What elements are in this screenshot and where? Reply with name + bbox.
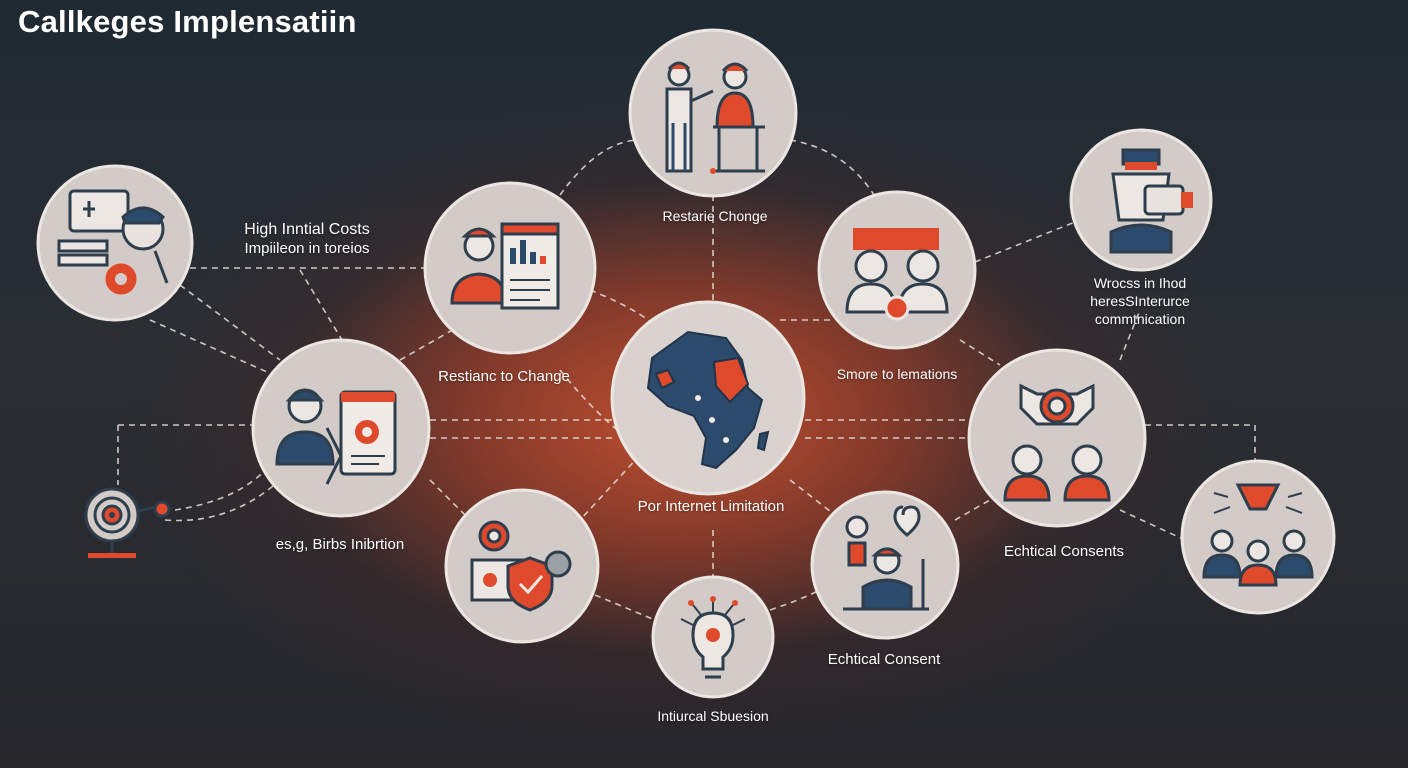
target-stand-icon: [84, 487, 171, 559]
target-shield-check-icon: [470, 520, 572, 612]
africa-map-icon: [646, 330, 770, 470]
connector: [959, 339, 1001, 366]
connector: [179, 284, 281, 361]
connector: [579, 454, 641, 521]
person-monitor-gear-icon: [57, 189, 169, 295]
label-resistance-top: Restarie Chonge: [662, 208, 768, 224]
target-node[interactable]: [84, 487, 171, 559]
connector: [1119, 509, 1186, 541]
lightbulb-network-icon: [680, 596, 746, 679]
resistance-top-node[interactable]: [628, 28, 798, 198]
label-communication-line3: commtnication: [1094, 311, 1186, 327]
label-bulb: Intiurcal Sbuesion: [657, 708, 769, 724]
label-skills: es,g, Birbs Inibrtion: [275, 536, 405, 553]
connector: [164, 479, 281, 522]
connector: [974, 221, 1076, 263]
label-communication-line1: Wrocss in Ihod: [1093, 275, 1187, 291]
connector: [1119, 309, 1141, 361]
people-meeting-icon: [665, 61, 765, 174]
team-node[interactable]: [1180, 459, 1336, 615]
connector: [954, 499, 991, 521]
label-internet: Por Internet Limitation: [637, 498, 785, 515]
connector: [789, 139, 881, 206]
connector: [1145, 424, 1256, 470]
high-costs-node[interactable]: [423, 181, 597, 355]
person-chart-board-icon: [450, 222, 560, 310]
label-ethical-consent: Echtical Consent: [827, 651, 941, 668]
funnel-team-icon: [1202, 483, 1314, 587]
person-camera-icon: [1109, 148, 1193, 254]
label-ethical-consents: Echtical Consents: [1003, 543, 1125, 560]
ethical-consent-node[interactable]: [810, 490, 960, 640]
security-node[interactable]: [444, 488, 600, 644]
connector: [589, 289, 661, 331]
label-communication-line2: heresSInterurce: [1090, 293, 1190, 309]
label-high-costs-line2: Impiileon in toreios: [244, 240, 370, 257]
label-ignorance: Smore to lemations: [836, 366, 958, 382]
label-high-costs-line1: High Inntial Costs: [244, 221, 370, 238]
target-shield-people-icon: [1003, 383, 1111, 502]
connector: [789, 479, 836, 516]
person-bulb-heart-icon: [843, 505, 929, 611]
page-title: Callkeges Implensatiin: [18, 4, 357, 39]
label-resistance-change: Restianc to Change: [438, 368, 570, 385]
person-gear-document-icon: [275, 388, 397, 485]
connector: [299, 269, 346, 346]
connector: [559, 139, 641, 196]
communication-node[interactable]: [1069, 128, 1213, 272]
ignorance-node[interactable]: [817, 190, 977, 350]
internet-node[interactable]: [610, 300, 806, 496]
skills-node[interactable]: [251, 338, 431, 518]
ethical-right-node[interactable]: [967, 348, 1147, 528]
bulb-node[interactable]: [651, 575, 775, 699]
connector: [429, 479, 471, 521]
support-node[interactable]: [36, 164, 194, 322]
connector: [174, 464, 271, 511]
two-people-lock-icon: [845, 228, 949, 321]
